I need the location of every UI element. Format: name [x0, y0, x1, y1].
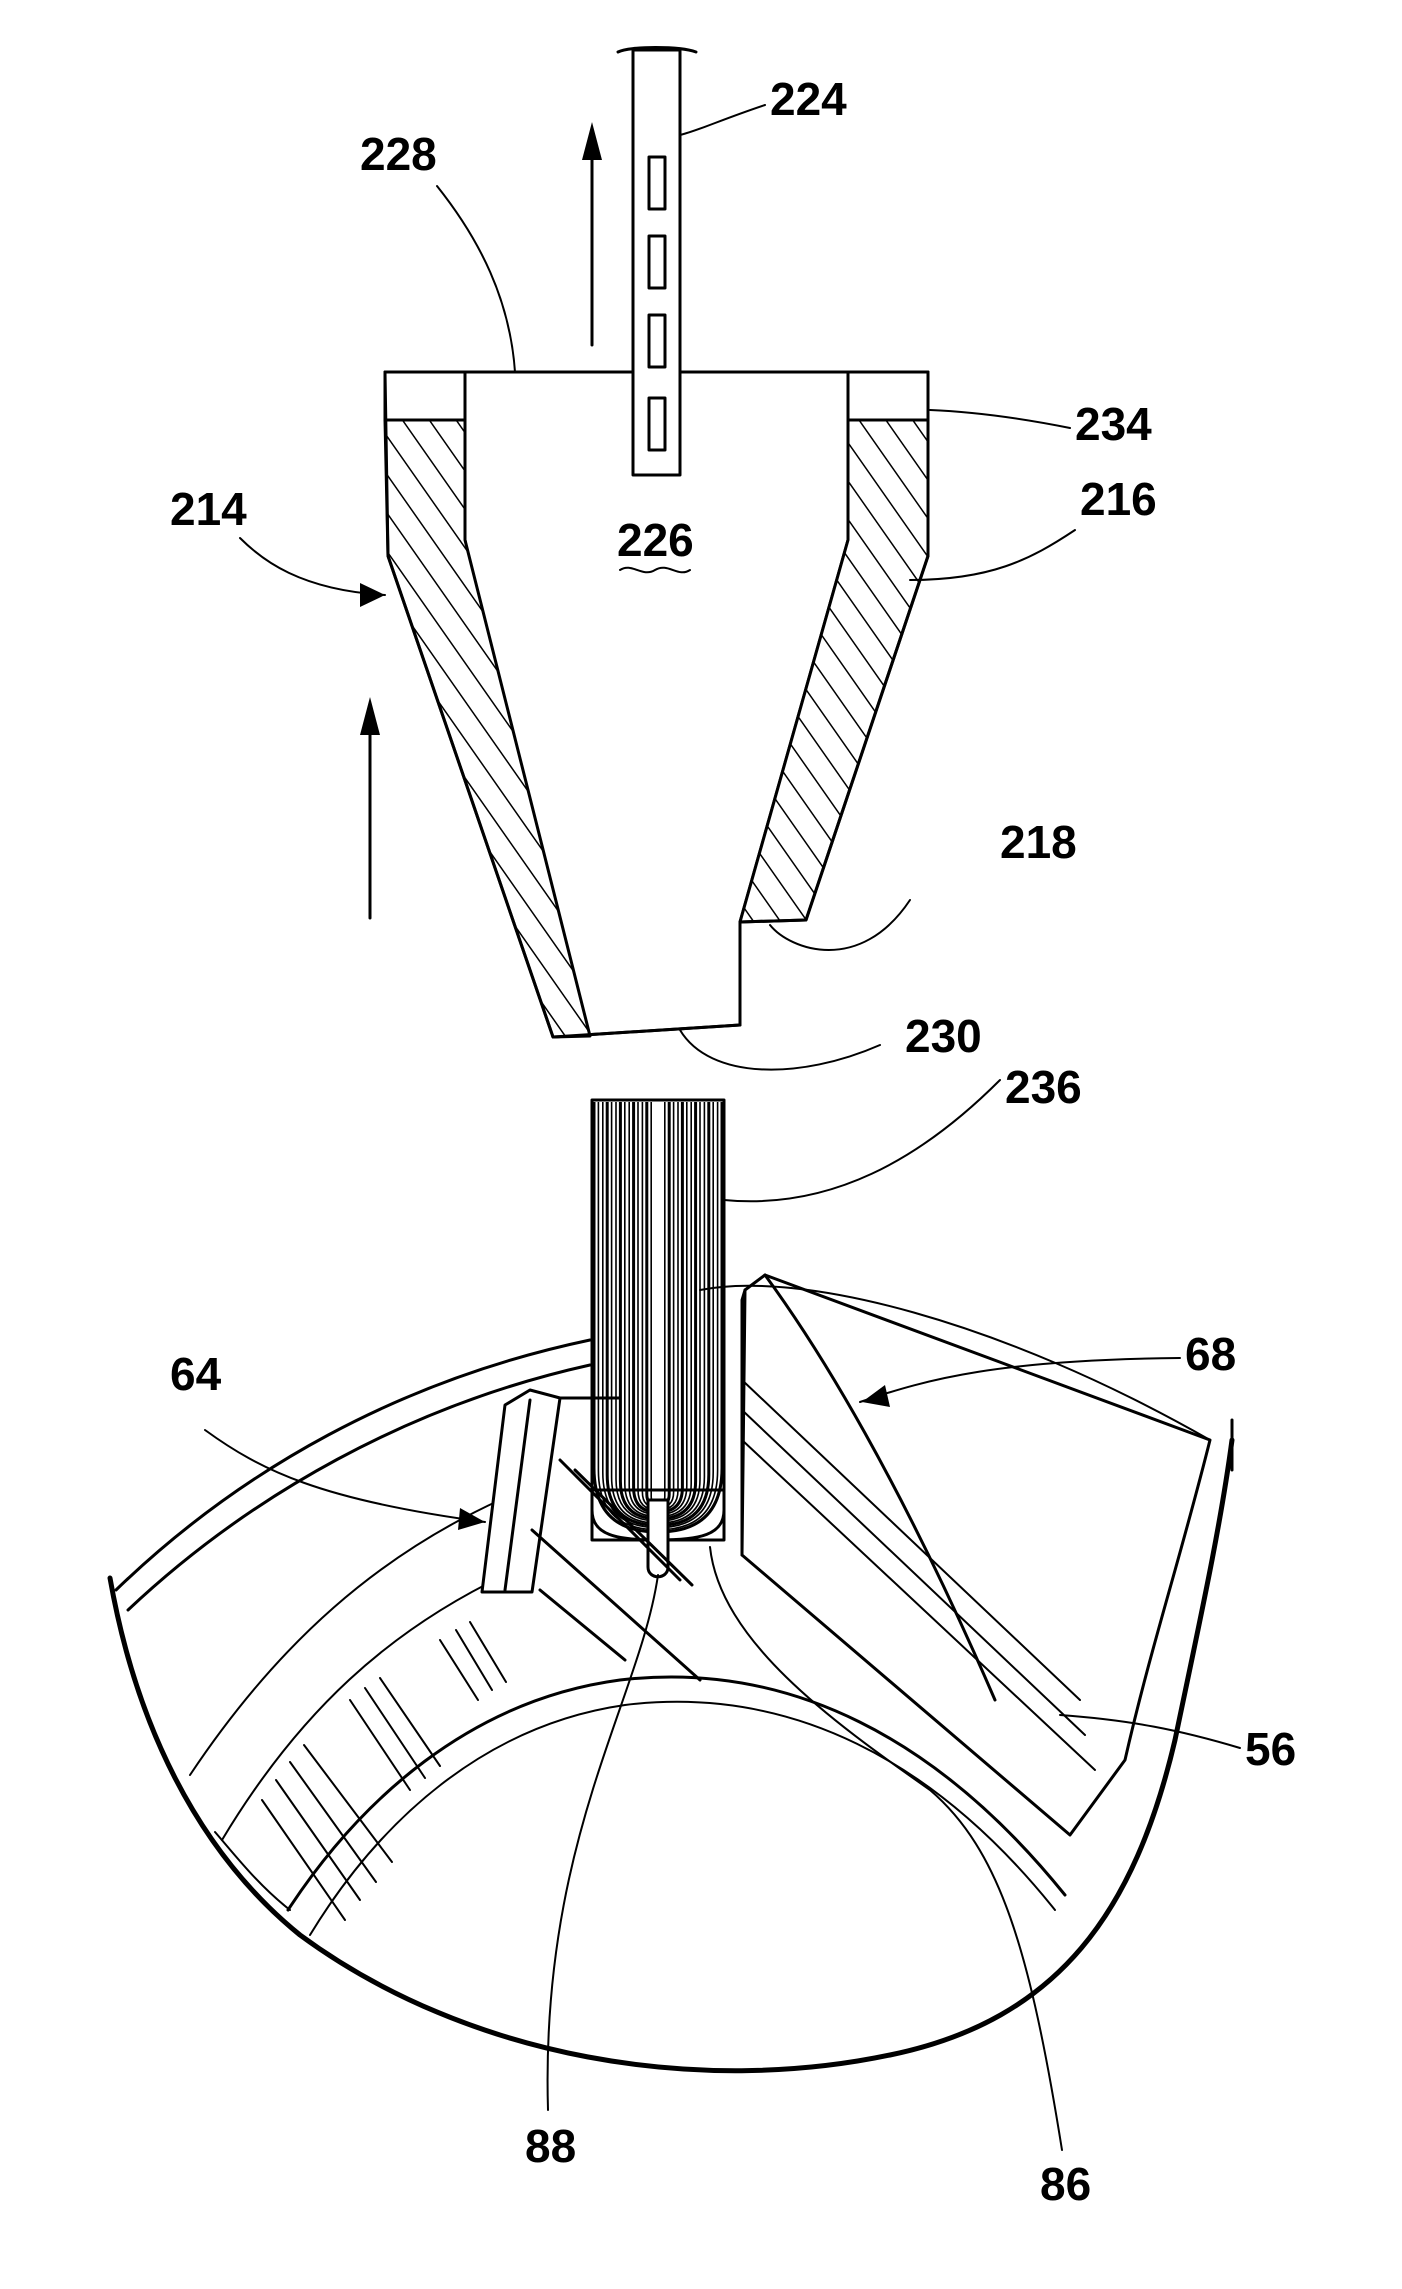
- label-86: 86: [1040, 2158, 1091, 2210]
- label-88: 88: [525, 2120, 576, 2172]
- arrow-up-rod: [582, 122, 602, 345]
- rim-arc-3: [190, 1500, 500, 1775]
- slot-64: [482, 1390, 560, 1592]
- label-216: 216: [1080, 473, 1157, 525]
- label-214: 214: [170, 483, 247, 535]
- label-56: 56: [1245, 1723, 1296, 1775]
- label-230: 230: [905, 1010, 982, 1062]
- label-64: 64: [170, 1348, 222, 1400]
- inner-dome-2: [310, 1702, 1055, 1935]
- label-236: 236: [1005, 1061, 1082, 1113]
- label-226: 226: [617, 514, 694, 566]
- label-68: 68: [1185, 1328, 1236, 1380]
- label-234: 234: [1075, 398, 1152, 450]
- inner-stripes: [262, 1622, 506, 1920]
- rim-arc-4: [222, 1575, 505, 1840]
- arrow-up-left: [360, 697, 380, 918]
- lower-left-arc: [215, 1832, 290, 1910]
- label-218: 218: [1000, 816, 1077, 868]
- label-224: 224: [770, 73, 847, 125]
- rod-224: [633, 50, 680, 475]
- label-228: 228: [360, 128, 437, 180]
